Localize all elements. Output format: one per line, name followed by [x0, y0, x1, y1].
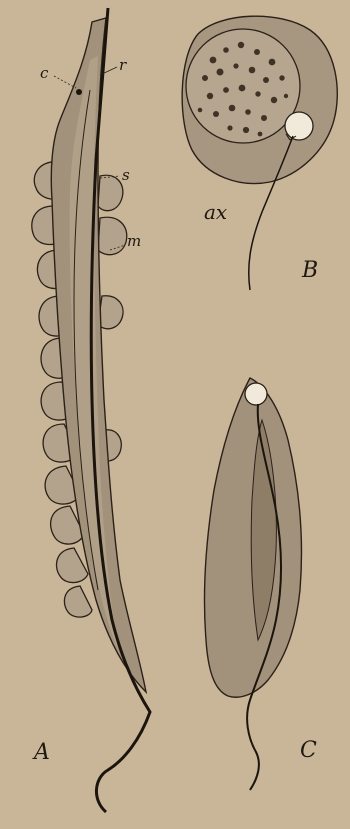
label-A: A: [34, 740, 50, 765]
leader-c: [54, 76, 76, 88]
figure-b: [182, 16, 337, 290]
membrane-lobe: [98, 296, 123, 329]
label-r: r: [119, 56, 126, 74]
membrane-lobe: [64, 586, 92, 617]
label-c: c: [40, 64, 48, 82]
vacuole-b: [285, 112, 313, 140]
figure-c: [204, 378, 301, 790]
label-s: s: [122, 166, 130, 184]
blepharoplast: [76, 89, 82, 95]
membrane-lobe: [98, 217, 127, 254]
membrane-lobe: [57, 548, 88, 583]
label-B: B: [302, 258, 318, 283]
label-ax: ax: [204, 200, 227, 224]
label-C: C: [300, 738, 317, 763]
figure-a: [32, 8, 150, 812]
membrane-lobe: [98, 175, 123, 210]
label-m: m: [127, 232, 141, 250]
vacuole-c: [245, 383, 267, 405]
